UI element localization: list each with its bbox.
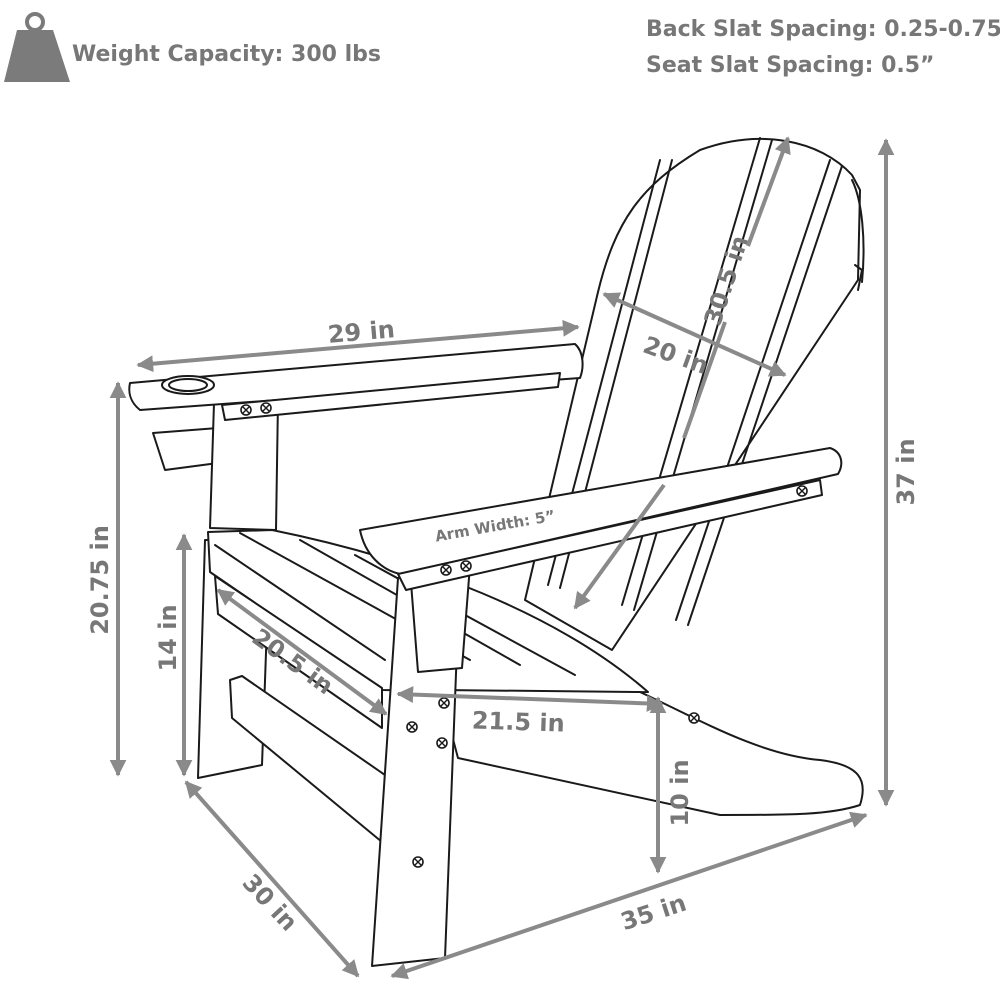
arm-length-dimension: [136, 319, 580, 373]
back-rest-clip: [854, 264, 863, 291]
cup-holder-inner: [168, 378, 208, 392]
seat-slat-spacing-label: Seat Slat Spacing: 0.5”: [646, 53, 935, 78]
overall-width-dimension: [184, 780, 360, 978]
right-arm-rail: [397, 479, 823, 591]
seat-depth-dimension: [216, 588, 388, 716]
left-arm-bracket: [152, 427, 219, 471]
seat-height-label: 14 in: [154, 604, 182, 671]
arm-length-label: 29 in: [327, 315, 396, 349]
chair-drawing: [128, 137, 865, 967]
rear-height-label: 10 in: [666, 759, 694, 826]
dimension-lines: [109, 136, 895, 980]
back-height-dimension-top: [746, 136, 791, 247]
seat-width-dimension: [396, 686, 664, 712]
left-arm-post: [209, 399, 279, 531]
left-arm-rail: [221, 372, 561, 421]
overall-height-label: 37 in: [892, 438, 920, 505]
weight-capacity-label: Weight Capacity: 300 lbs: [72, 42, 381, 67]
arm-height-label: 20.75 in: [86, 525, 114, 635]
back-slat-spacing-label: Back Slat Spacing: 0.25-0.75”: [646, 17, 1000, 42]
seat-width-label: 21.5 in: [471, 706, 565, 737]
back-rest-edge: [851, 179, 865, 283]
weight-icon: [4, 12, 70, 82]
back-width-dimension: [602, 292, 787, 377]
back-height-dimension-bottom: [573, 483, 666, 610]
overall-depth-dimension: [390, 811, 868, 980]
